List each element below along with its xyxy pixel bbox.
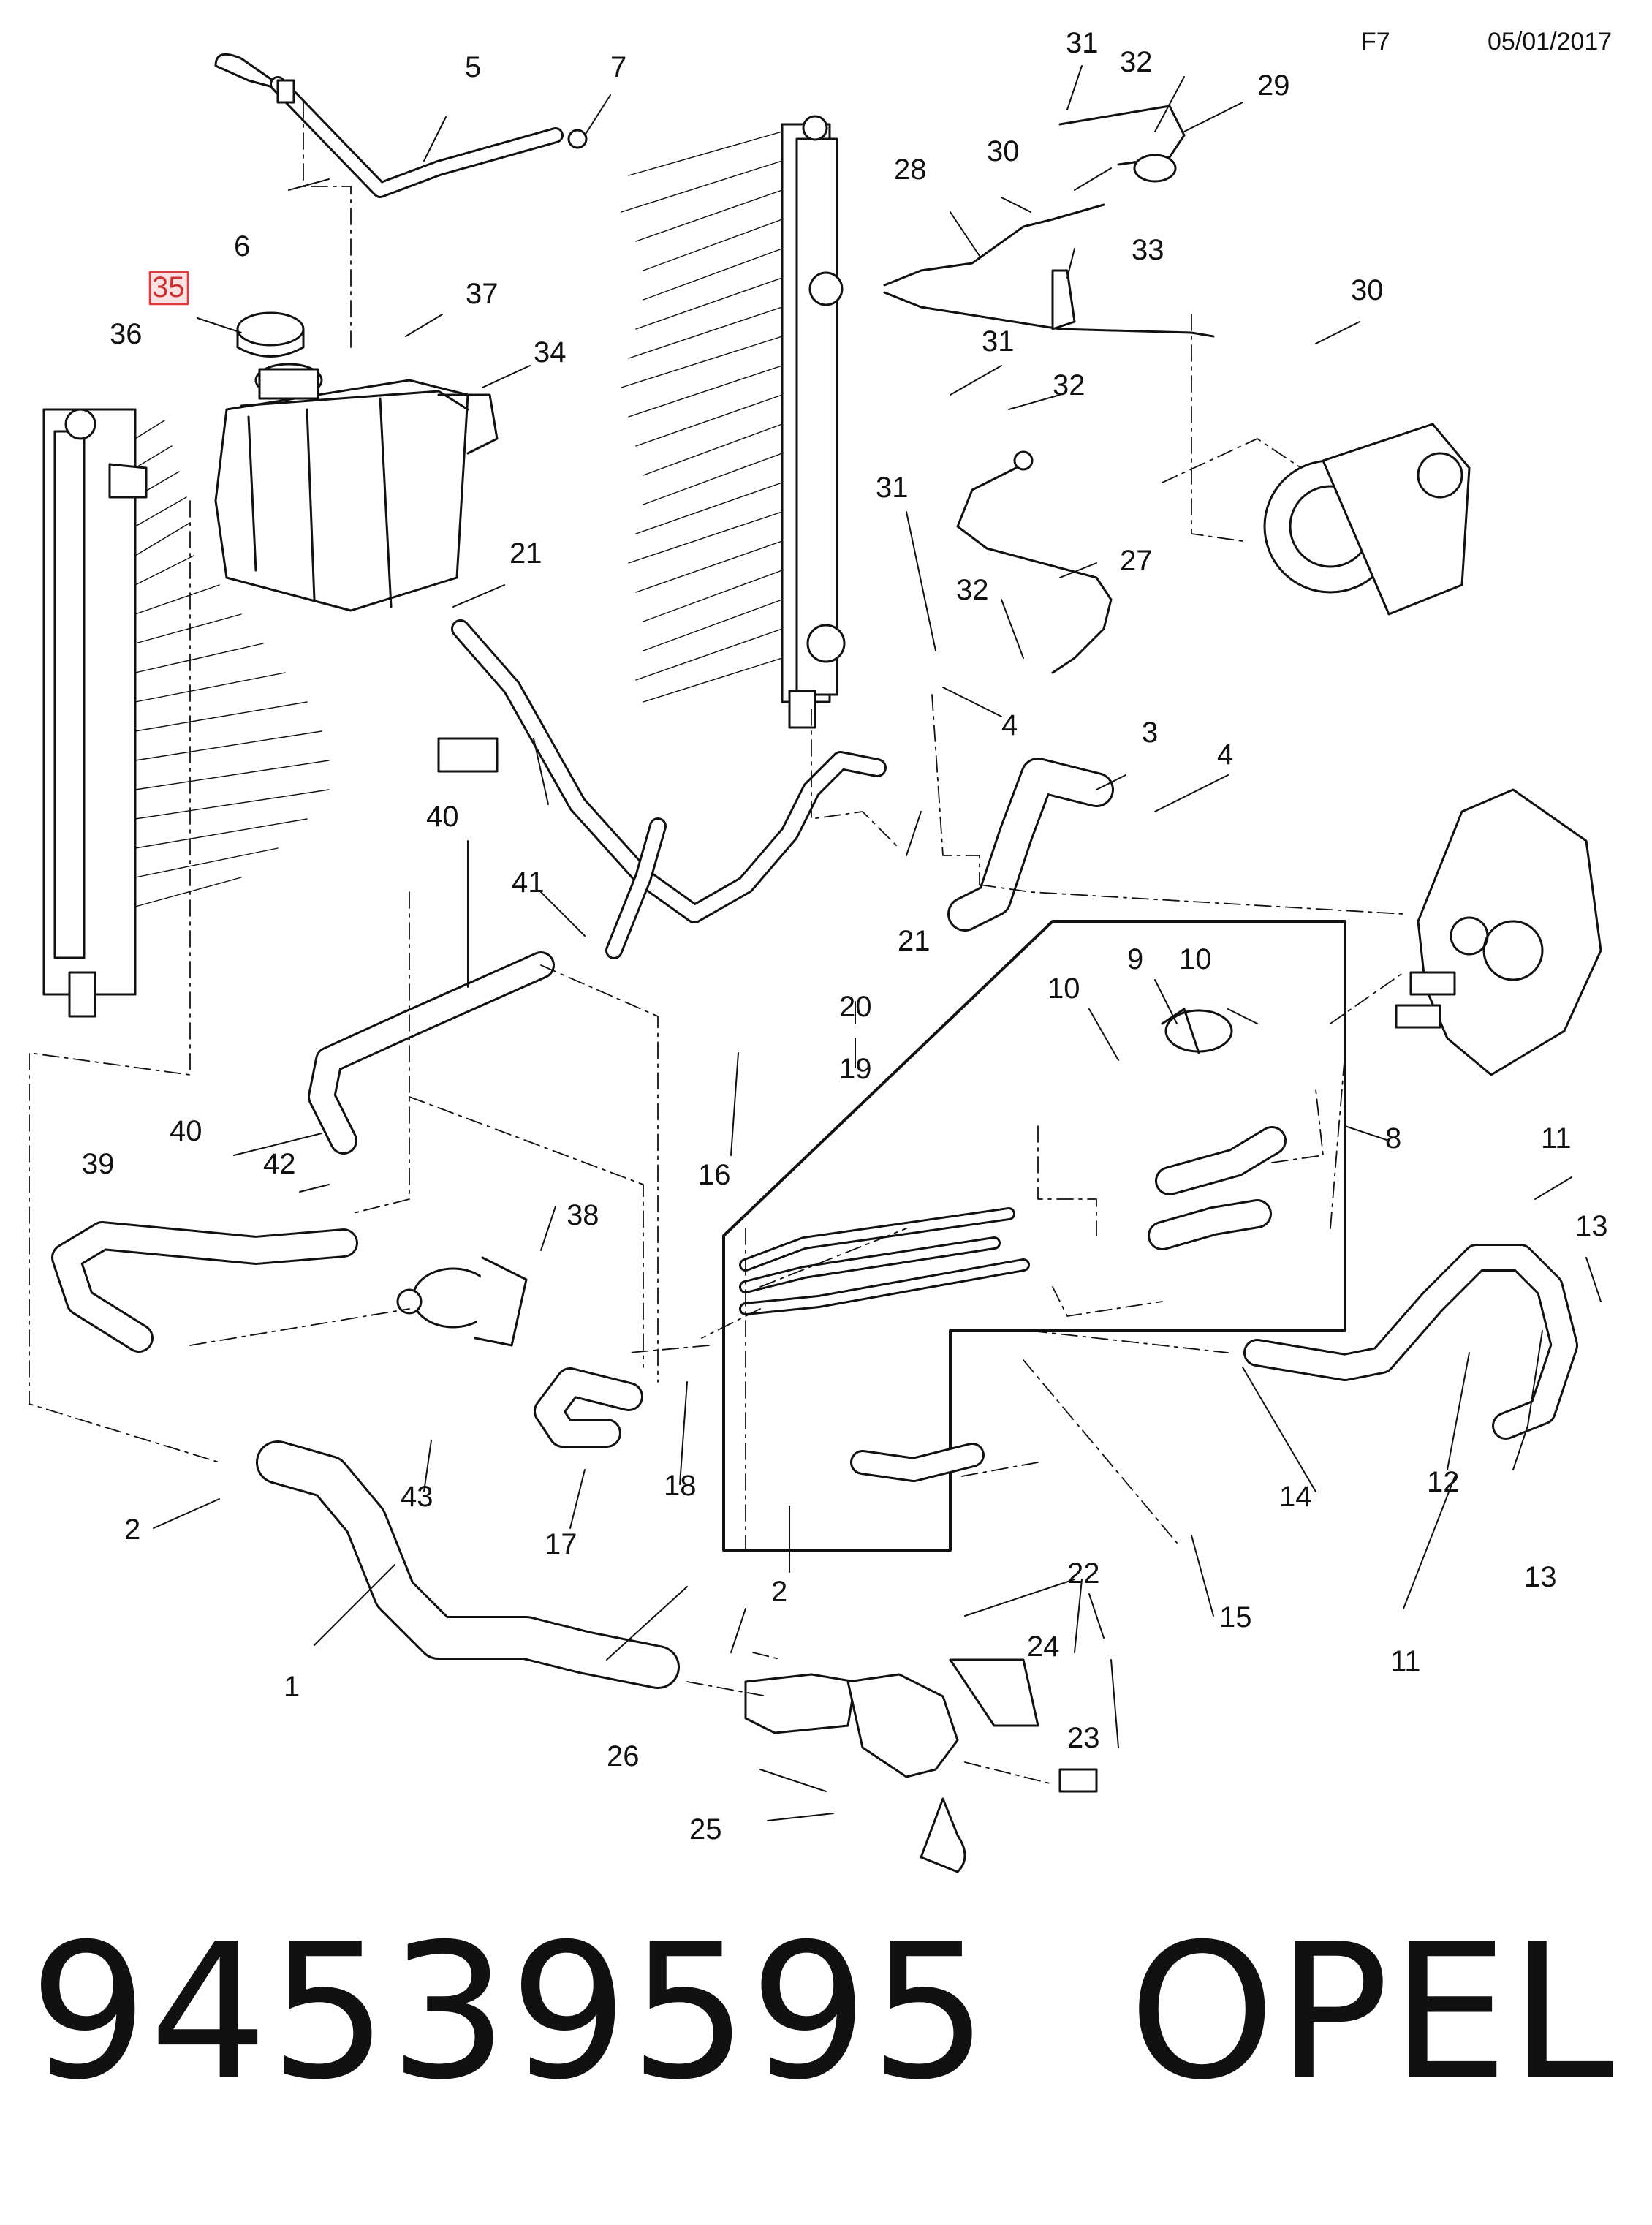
callout-32: 32 xyxy=(1120,46,1153,78)
callout-35-highlight xyxy=(148,271,189,306)
part-number: 94539595 xyxy=(29,1904,990,2121)
left-radiator xyxy=(42,408,330,1018)
callout-28: 28 xyxy=(894,154,927,186)
callout-21: 21 xyxy=(898,925,931,957)
callout-38: 38 xyxy=(567,1199,599,1231)
callout-3: 3 xyxy=(1142,717,1158,749)
callout-41: 41 xyxy=(512,866,545,899)
callout-36: 36 xyxy=(110,318,143,350)
hose-3 xyxy=(947,758,1114,932)
callout-31: 31 xyxy=(1066,27,1099,59)
callout-5: 5 xyxy=(465,51,481,83)
hose-40 xyxy=(308,737,555,1155)
callout-8: 8 xyxy=(1385,1122,1401,1155)
callout-22: 22 xyxy=(1067,1557,1100,1590)
hose-39 xyxy=(51,1221,358,1353)
pipe-assembly-box-8 xyxy=(722,920,1346,1552)
callout-19: 19 xyxy=(839,1053,872,1085)
callout-23: 23 xyxy=(1067,1722,1100,1754)
callout-20: 20 xyxy=(839,991,872,1023)
pipe-assembly-8 xyxy=(739,1008,1287,1482)
callout-42: 42 xyxy=(263,1148,296,1180)
callout-1: 1 xyxy=(284,1671,300,1703)
callout-26: 26 xyxy=(607,1740,640,1772)
callout-14: 14 xyxy=(1279,1481,1312,1513)
hose-11 xyxy=(1243,1244,1578,1440)
brand-name: OPEL xyxy=(1128,1904,1615,2121)
hose-1 xyxy=(256,1440,680,1689)
thermostat-housing-22 xyxy=(744,1658,1098,1873)
callout-2: 2 xyxy=(771,1576,787,1608)
pipe-29 xyxy=(1058,105,1186,183)
pipe-28 xyxy=(883,203,1215,338)
callout-29: 29 xyxy=(1257,69,1290,102)
callout-17: 17 xyxy=(545,1528,577,1560)
callout-30: 30 xyxy=(987,135,1020,167)
callout-34: 34 xyxy=(534,336,567,369)
callout-18: 18 xyxy=(664,1470,697,1502)
callout-6: 6 xyxy=(234,230,250,262)
callout-33: 33 xyxy=(1132,234,1164,266)
hose-19 xyxy=(451,619,887,959)
callout-9: 9 xyxy=(1127,943,1143,975)
callout-31: 31 xyxy=(876,472,909,504)
callout-4: 4 xyxy=(1001,709,1018,741)
callout-11: 11 xyxy=(1390,1645,1421,1677)
callout-10: 10 xyxy=(1179,943,1212,975)
aux-pump-38 xyxy=(396,1256,528,1347)
callout-27: 27 xyxy=(1120,545,1153,577)
callout-35: 35 xyxy=(152,271,185,303)
callout-4: 4 xyxy=(1217,738,1233,771)
callout-13: 13 xyxy=(1524,1561,1557,1593)
callout-31: 31 xyxy=(982,325,1015,358)
callout-32: 32 xyxy=(1053,369,1085,401)
callout-40: 40 xyxy=(426,801,459,833)
callout-13: 13 xyxy=(1575,1210,1608,1242)
expansion-tank xyxy=(214,363,499,612)
callout-30: 30 xyxy=(1351,274,1384,306)
callout-7: 7 xyxy=(610,51,626,83)
callout-32: 32 xyxy=(956,574,989,606)
callout-37: 37 xyxy=(466,278,499,310)
callout-24: 24 xyxy=(1027,1631,1060,1663)
pipe-27 xyxy=(956,450,1113,674)
callout-40: 40 xyxy=(170,1115,202,1147)
hose-17 xyxy=(534,1367,643,1448)
callout-2: 2 xyxy=(124,1514,140,1546)
callout-11: 11 xyxy=(1541,1122,1572,1155)
callout-10: 10 xyxy=(1047,972,1080,1005)
leader-lines xyxy=(153,65,1602,1821)
dashed-leaders xyxy=(29,102,1404,1785)
callout-43: 43 xyxy=(401,1481,433,1513)
center-radiator xyxy=(621,115,846,729)
turbocharger xyxy=(1263,423,1471,616)
cap-35 xyxy=(236,311,305,358)
callout-16: 16 xyxy=(698,1159,731,1191)
hose-5 xyxy=(214,53,588,198)
callout-39: 39 xyxy=(82,1148,115,1180)
date-label: 05/01/2017 xyxy=(1488,28,1612,56)
callout-12: 12 xyxy=(1427,1466,1460,1498)
water-pump xyxy=(1395,788,1602,1076)
callout-21: 21 xyxy=(509,537,542,570)
callout-25: 25 xyxy=(689,1813,722,1846)
callout-15: 15 xyxy=(1219,1601,1252,1633)
sheet-label: F7 xyxy=(1361,28,1390,56)
